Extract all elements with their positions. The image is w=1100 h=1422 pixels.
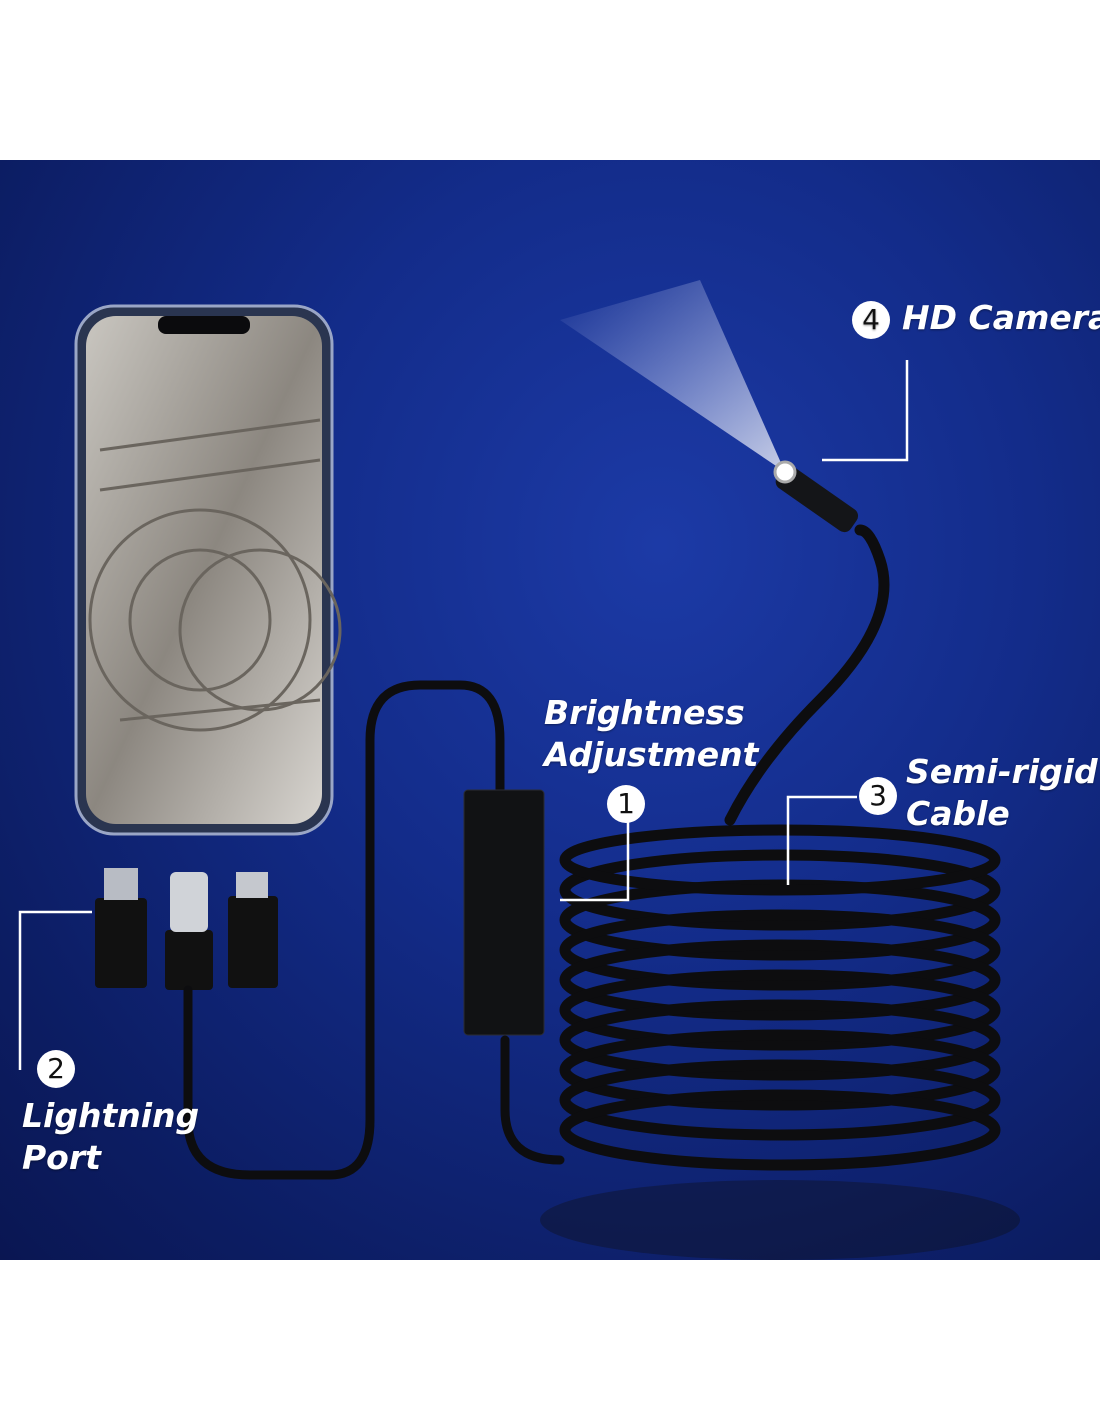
callout-label-line2: Port (22, 1138, 101, 1177)
callout-label-line2: Cable (906, 794, 1010, 833)
callout-label: HD Camera (902, 298, 1100, 337)
callout-number-4: 4 (852, 300, 890, 339)
endoscope-product-illustration (18, 280, 1020, 1260)
smartphone-image (74, 304, 342, 836)
callout-brightness-adjustment: Brightness Adjustment (544, 692, 758, 776)
adapter-connectors (95, 868, 278, 990)
callout-lightning-port: Lightning Port (22, 1095, 199, 1179)
callout-number-3: 3 (859, 777, 897, 815)
callout-label-line2: Adjustment (544, 735, 759, 774)
callout-label-line1: Brightness (544, 693, 745, 732)
callout-number-1: 1 (607, 785, 645, 823)
callout-hd-camera: 4 HD Camera (852, 297, 1100, 339)
callout-number-2: 2 (37, 1050, 75, 1088)
callout-lines (18, 360, 909, 1070)
product-image-panel: 4 HD Camera Brightness Adjustment 1 3 Sem… (0, 160, 1100, 1260)
camera-head (775, 465, 859, 533)
light-beam (560, 280, 785, 472)
callout-semi-rigid-cable: Semi-rigid Cable (906, 751, 1098, 835)
callout-label-line1: Semi-rigid (906, 752, 1098, 791)
callout-label-line1: Lightning (22, 1096, 200, 1135)
cable-coil (559, 824, 1001, 1171)
brightness-control-box (463, 789, 545, 1036)
